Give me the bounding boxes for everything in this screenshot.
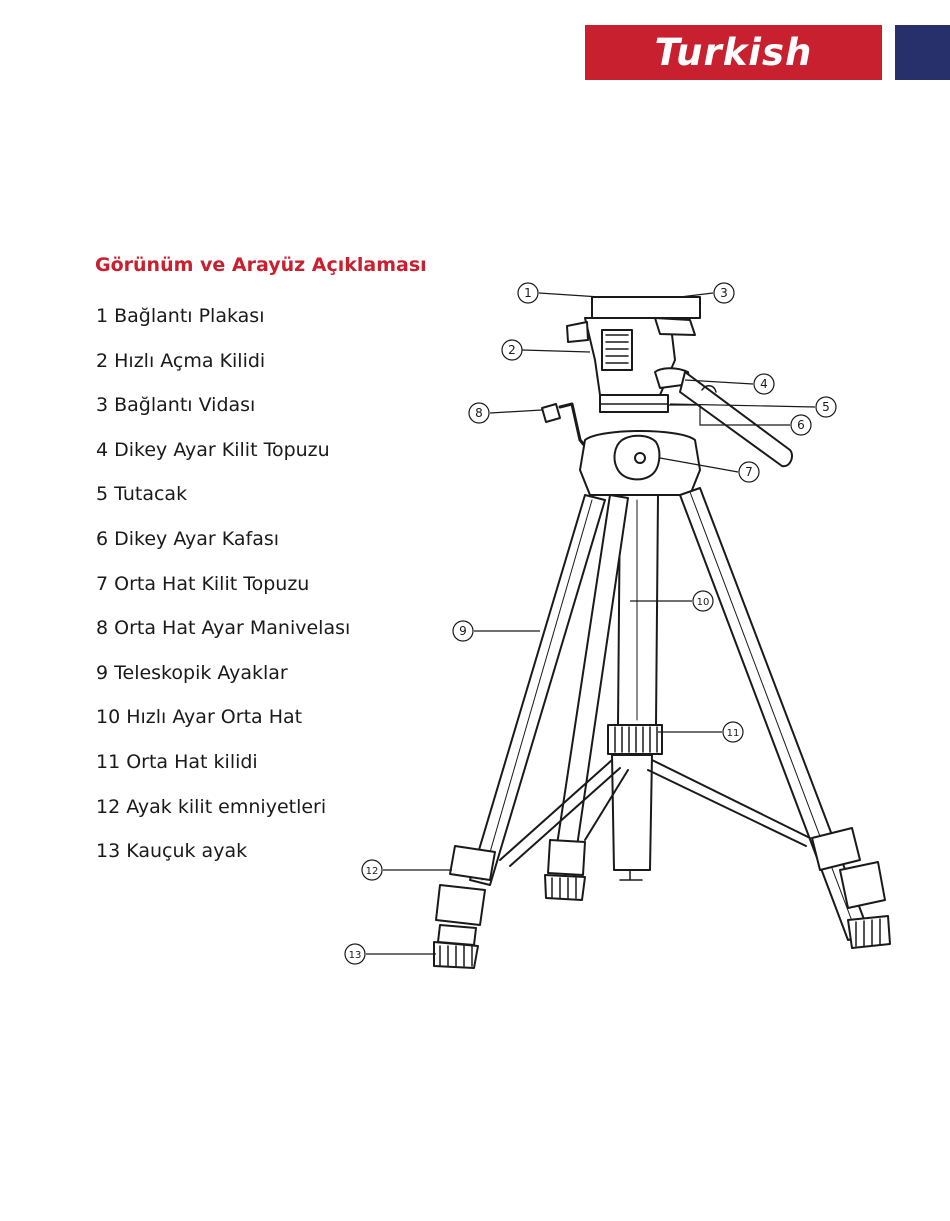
part-item: 2 Hızlı Açma Kilidi [96, 349, 266, 372]
part-item: 11 Orta Hat kilidi [96, 750, 258, 773]
tripod-illustration [433, 296, 891, 969]
callout-9: 9 [452, 620, 474, 642]
callout-8: 8 [468, 402, 490, 424]
edge-tab [895, 25, 950, 80]
svg-text:10: 10 [697, 597, 710, 608]
language-tab: Turkish [585, 25, 882, 80]
callout-7: 7 [738, 461, 760, 483]
svg-text:9: 9 [459, 624, 467, 638]
callout-3: 3 [713, 282, 735, 304]
part-item: 12 Ayak kilit emniyetleri [96, 795, 327, 818]
callout-12: 12 [361, 859, 383, 881]
part-item: 6 Dikey Ayar Kafası [96, 527, 280, 550]
part-item: 8 Orta Hat Ayar Manivelası [96, 617, 351, 640]
part-item: 4 Dikey Ayar Kilit Topuzu [96, 438, 330, 461]
callout-13: 13 [344, 943, 366, 965]
part-item: 7 Orta Hat Kilit Topuzu [96, 572, 310, 595]
svg-text:6: 6 [797, 418, 805, 432]
svg-text:8: 8 [475, 406, 483, 420]
callout-5: 5 [815, 396, 837, 418]
svg-text:2: 2 [508, 343, 516, 357]
svg-text:5: 5 [822, 400, 830, 414]
callouts: 1 2 3 4 5 6 7 8 9 10 11 12 13 [344, 282, 837, 965]
part-item: 1 Bağlantı Plakası [96, 305, 265, 327]
svg-text:3: 3 [720, 286, 728, 300]
part-item: 10 Hızlı Ayar Orta Hat [96, 706, 303, 729]
language-label: Turkish [654, 31, 813, 74]
callout-2: 2 [501, 339, 523, 361]
svg-text:12: 12 [366, 866, 379, 877]
svg-text:1: 1 [524, 286, 532, 300]
callout-10: 10 [692, 590, 714, 612]
svg-text:13: 13 [349, 950, 362, 961]
part-item: 5 Tutacak [96, 483, 188, 506]
part-item: 13 Kauçuk ayak [96, 840, 248, 863]
callout-11: 11 [722, 721, 744, 743]
section-title: Görünüm ve Arayüz Açıklaması [95, 254, 427, 276]
svg-text:4: 4 [760, 377, 768, 391]
svg-text:11: 11 [727, 728, 740, 739]
part-item: 3 Bağlantı Vidası [96, 394, 256, 417]
parts-list: 1 Bağlantı Plakası 2 Hızlı Açma Kilidi 3… [96, 303, 350, 883]
callout-6: 6 [790, 414, 812, 436]
callout-leaders [366, 292, 816, 955]
part-item: 9 Teleskopik Ayaklar [96, 661, 288, 684]
callout-1: 1 [517, 282, 539, 304]
svg-text:7: 7 [745, 465, 753, 479]
callout-4: 4 [753, 373, 775, 395]
tripod-diagram: 1 2 3 4 5 6 7 8 9 10 11 12 13 [344, 282, 891, 969]
